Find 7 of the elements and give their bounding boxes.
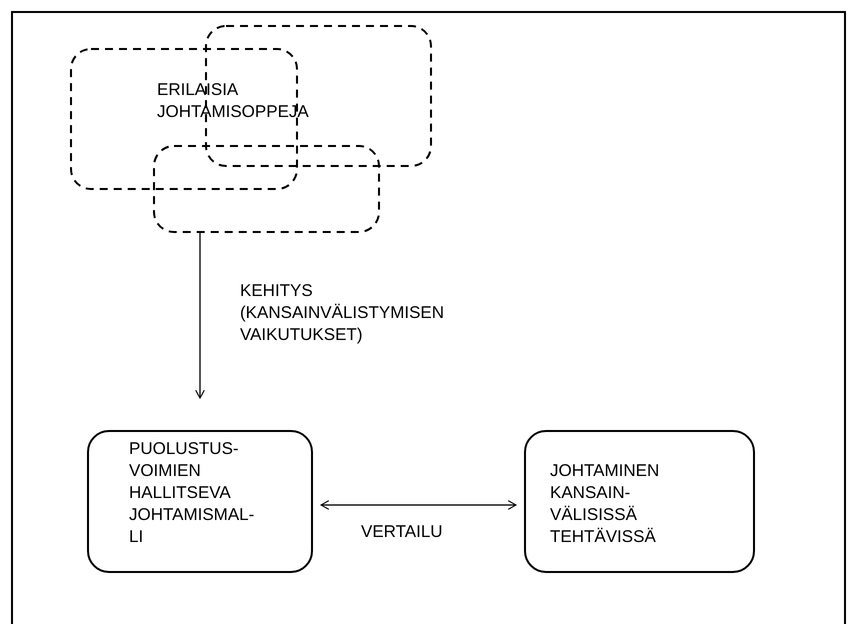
arrow: [320, 500, 517, 510]
node-text: JOHTAMINEN KANSAIN- VÄLISISSÄ TEHTÄVISSÄ: [550, 460, 660, 548]
dashed-box: [153, 145, 380, 233]
node-text: PUOLUSTUS- VOIMIEN HALLITSEVA JOHTAMISMAL- LI: [129, 438, 251, 548]
rounded-box: [87, 430, 313, 573]
rounded-box: [524, 430, 755, 573]
arrow: [194, 233, 206, 399]
